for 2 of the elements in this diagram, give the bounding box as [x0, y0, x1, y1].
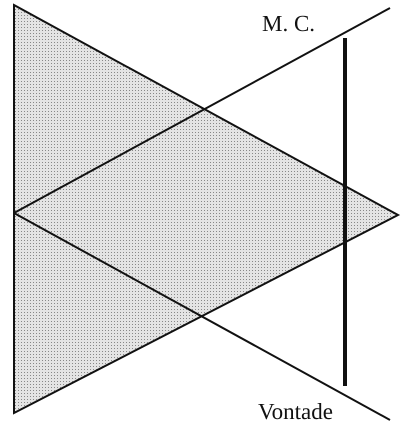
axis-label: Vontade — [258, 400, 333, 423]
axis-label: M. C. — [262, 12, 316, 35]
